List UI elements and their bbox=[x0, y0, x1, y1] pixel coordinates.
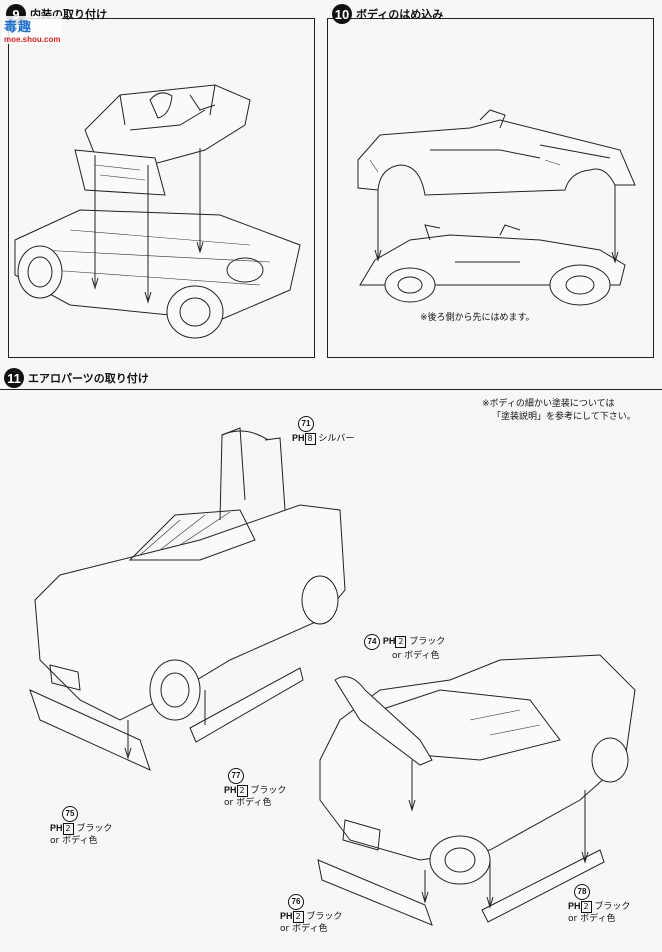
watermark-text: 毒趣 bbox=[4, 19, 33, 34]
part-75-code: PH bbox=[50, 823, 63, 833]
step11-car-rear-drawing bbox=[317, 654, 636, 926]
step10-panel bbox=[327, 18, 654, 358]
step9-chassis-drawing bbox=[14, 148, 301, 339]
part-78-code: PH bbox=[568, 901, 581, 911]
step10-header: 10 ボディのはめ込み bbox=[332, 4, 443, 24]
part-78-number: 78 bbox=[574, 884, 590, 900]
part-76-number: 76 bbox=[288, 894, 304, 910]
part-71-box: 8 bbox=[304, 433, 316, 445]
step11-title: エアロパーツの取り付け bbox=[28, 372, 149, 385]
step10-chassis-drawing bbox=[359, 185, 626, 306]
step11-paint-note: ※ボディの細かい塗装については 「塗装説明」を参考にして下さい。 bbox=[482, 398, 636, 424]
part-74-alt: or ボディ色 bbox=[392, 651, 440, 661]
part-78-color: ブラック bbox=[594, 902, 631, 912]
part-76-color: ブラック bbox=[306, 912, 343, 922]
step10-note: ※後ろ側から先にはめます。 bbox=[420, 313, 535, 323]
part-77-number: 77 bbox=[228, 768, 244, 784]
step10-title: ボディのはめ込み bbox=[356, 8, 444, 21]
step11-note-line-2: 「塗装説明」を参考にして下さい。 bbox=[492, 412, 636, 422]
part-75-color: ブラック bbox=[76, 824, 113, 834]
part-76-code: PH bbox=[280, 911, 293, 921]
part-77-code: PH bbox=[224, 785, 237, 795]
part-76-box: 2 bbox=[292, 911, 304, 923]
step10-body-shell-drawing bbox=[357, 109, 636, 196]
part-74-box: 2 bbox=[395, 636, 407, 648]
step11-rule bbox=[0, 389, 662, 391]
part-78-alt: or ボディ色 bbox=[568, 914, 616, 924]
part-75-number: 75 bbox=[62, 806, 78, 822]
step9-panel bbox=[8, 18, 315, 358]
part-76-alt: or ボディ色 bbox=[280, 924, 328, 934]
step11-car-front-drawing bbox=[29, 427, 346, 771]
part-75-box: 2 bbox=[62, 823, 74, 835]
step11-number: 11 bbox=[4, 368, 24, 388]
part-77-color: ブラック bbox=[250, 786, 287, 796]
part-77-box: 2 bbox=[236, 785, 248, 797]
part-71-code: PH bbox=[292, 433, 305, 443]
part-71-color: シルバー bbox=[318, 434, 355, 444]
part-75-alt: or ボディ色 bbox=[50, 836, 98, 846]
part-71-number: 71 bbox=[298, 416, 314, 432]
step11-note-line-1: ※ボディの細かい塗装については bbox=[482, 399, 615, 409]
part-74-code: PH bbox=[382, 636, 396, 646]
part-74-number: 74 bbox=[364, 634, 380, 650]
watermark-url: moe.shou.com bbox=[4, 35, 61, 44]
step11-header: 11 エアロパーツの取り付け bbox=[4, 368, 149, 388]
step9-interior-tub-drawing bbox=[74, 84, 251, 196]
part-78-box: 2 bbox=[580, 901, 592, 913]
step10-number: 10 bbox=[332, 4, 352, 24]
site-watermark-logo: 毒趣 moe.shou.com bbox=[2, 16, 63, 44]
part-77-alt: or ボディ色 bbox=[224, 798, 272, 808]
part-74-color: ブラック bbox=[409, 637, 446, 647]
